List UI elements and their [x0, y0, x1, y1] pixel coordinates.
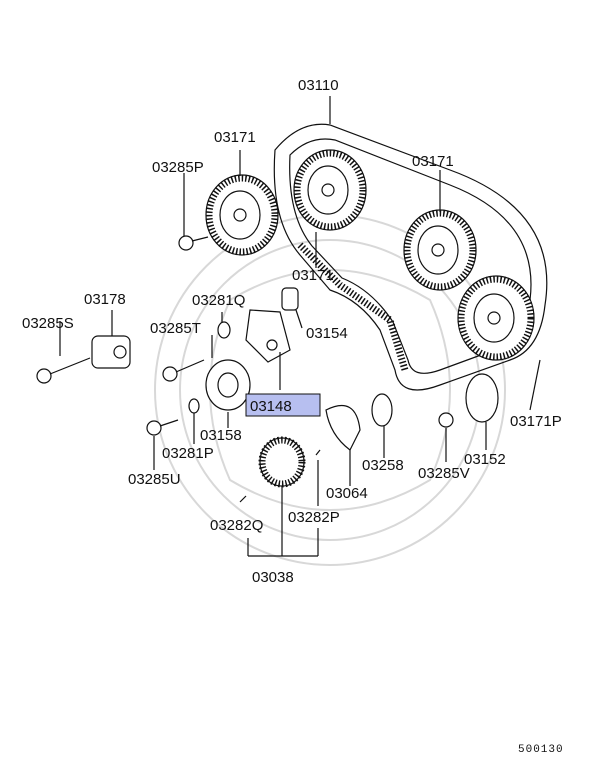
- sprocket-03038: [258, 436, 306, 488]
- label-03285T[interactable]: 03285T: [150, 320, 201, 337]
- sprocket-03171-left: [205, 174, 279, 256]
- label-03110[interactable]: 03110: [298, 77, 339, 94]
- label-03285S[interactable]: 03285S: [22, 315, 74, 332]
- label-03178[interactable]: 03178: [84, 291, 126, 308]
- sprocket-03171-right: [403, 209, 477, 291]
- label-03154[interactable]: 03154: [306, 325, 348, 342]
- bolt-03285P: [178, 235, 209, 251]
- pulley-03158: [205, 359, 251, 411]
- washer-03281P: [188, 398, 200, 414]
- key-03282: [239, 449, 321, 503]
- sprocket-03171P: [457, 275, 535, 361]
- label-03171-center[interactable]: 03171: [292, 267, 334, 284]
- washer-03281Q: [217, 321, 231, 339]
- label-03281Q[interactable]: 03281Q: [192, 292, 245, 309]
- bracket-03148: [245, 309, 291, 363]
- label-03148[interactable]: 03148: [250, 398, 292, 415]
- label-03171-left[interactable]: 03171: [214, 129, 256, 146]
- idler-03152: [465, 373, 499, 423]
- sprocket-03171-center: [293, 149, 367, 231]
- label-03064[interactable]: 03064: [326, 485, 368, 502]
- label-03282P[interactable]: 03282P: [288, 509, 340, 526]
- label-03258[interactable]: 03258: [362, 457, 404, 474]
- label-03158[interactable]: 03158: [200, 427, 242, 444]
- pin-03154: [281, 287, 299, 311]
- label-03285P[interactable]: 03285P: [152, 159, 204, 176]
- label-03038[interactable]: 03038: [252, 569, 294, 586]
- label-03285U[interactable]: 03285U: [128, 471, 181, 488]
- label-03171-right[interactable]: 03171: [412, 153, 454, 170]
- label-03285V[interactable]: 03285V: [418, 465, 470, 482]
- label-03152[interactable]: 03152: [464, 451, 506, 468]
- bolt-03285U: [146, 419, 179, 436]
- diagram-code: 500130: [518, 744, 564, 756]
- label-03171P[interactable]: 03171P: [510, 413, 562, 430]
- bolt-03285V: [438, 412, 454, 428]
- label-03282Q[interactable]: 03282Q: [210, 517, 263, 534]
- label-03281P[interactable]: 03281P: [162, 445, 214, 462]
- highlight-box-03148: [245, 393, 321, 417]
- plate-03064: [325, 405, 361, 451]
- ring-03258: [371, 393, 393, 427]
- bolt-03285S: [36, 357, 91, 384]
- tensioner-03178: [91, 335, 131, 369]
- bolt-03285T: [162, 359, 205, 382]
- leader-lines: [59, 96, 541, 557]
